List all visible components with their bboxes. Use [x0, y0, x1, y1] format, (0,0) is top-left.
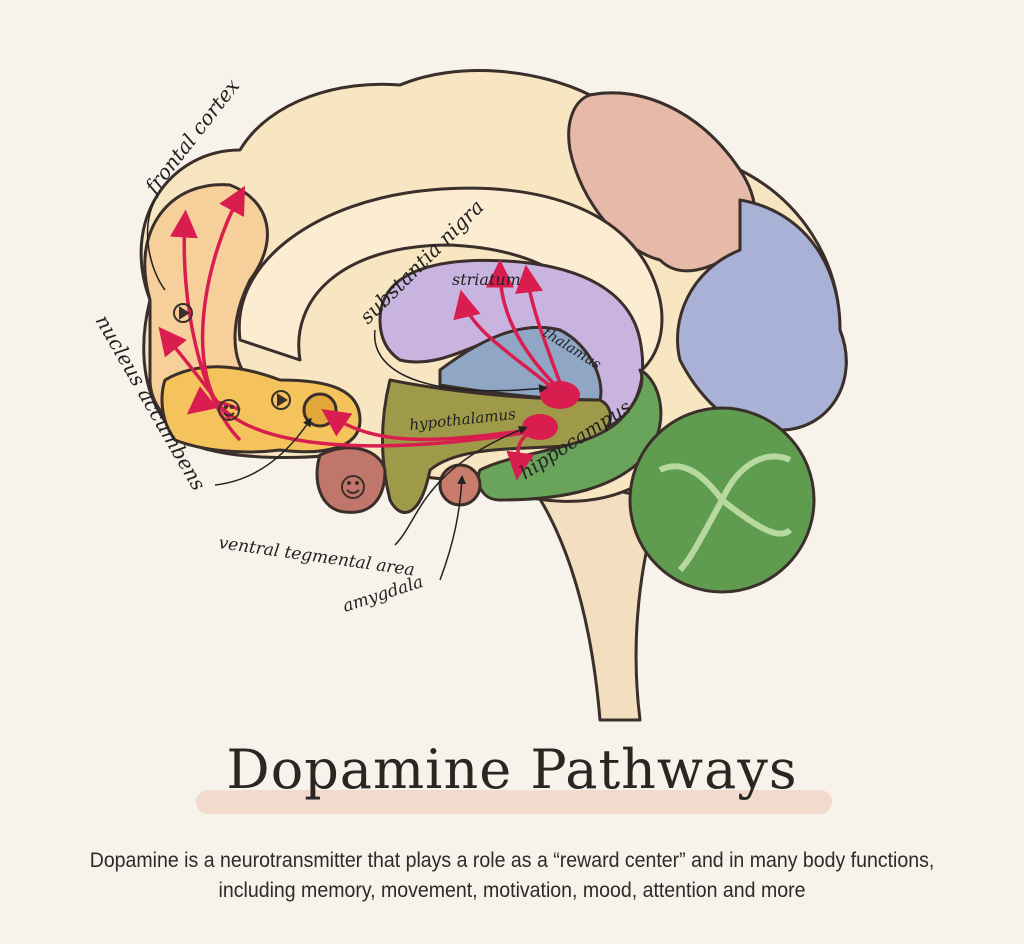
brainstem [518, 468, 662, 722]
ventral-tegmental-area [315, 446, 387, 514]
play-icon [173, 303, 193, 323]
label-striatum: striatum [452, 270, 521, 289]
play-icon [271, 390, 291, 410]
label-amygdala: amygdala [340, 572, 425, 617]
description-line-1: Dopamine is a neurotransmitter that play… [89, 849, 935, 872]
hypothalamus-region [381, 378, 612, 514]
smiley-icon [218, 399, 240, 421]
parietal-lobe [567, 91, 757, 273]
description-line-2: including memory, movement, motivation, … [218, 879, 806, 902]
description: Dopamine is a neurotransmitter that play… [36, 846, 988, 906]
title-highlight [196, 790, 832, 814]
page-title: Dopamine Pathways [226, 738, 798, 801]
smiley-icon [341, 475, 365, 499]
label-ventral-tegmental-area: ventral tegmental area [217, 533, 416, 580]
dopamine-pathways [158, 185, 564, 481]
